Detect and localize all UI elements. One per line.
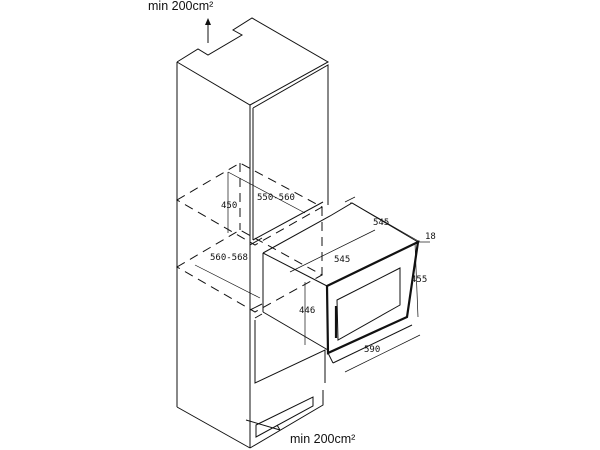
body-height-label: 446 xyxy=(299,306,315,316)
niche-width-label: 560-568 xyxy=(210,253,248,263)
built-in-appliance xyxy=(262,202,420,364)
door-thickness-label: 18 xyxy=(425,232,436,242)
front-height-label: 455 xyxy=(411,275,427,285)
niche-depth-label: 550-560 xyxy=(257,193,295,203)
dimension-lines xyxy=(194,171,430,373)
tall-cabinet xyxy=(176,17,330,449)
niche-outline xyxy=(176,162,324,313)
appliance-depth-top-label: 545 xyxy=(373,218,389,228)
ventilation-label-bottom: min 200cm² xyxy=(290,432,355,446)
niche-height-label: 450 xyxy=(221,201,237,211)
front-width-label: 590 xyxy=(364,345,380,355)
ventilation-label-top: min 200cm² xyxy=(148,0,213,13)
ventilation-arrow-bottom xyxy=(245,419,281,431)
appliance-depth-side-label: 545 xyxy=(334,255,350,265)
ventilation-arrow-top xyxy=(205,18,211,43)
